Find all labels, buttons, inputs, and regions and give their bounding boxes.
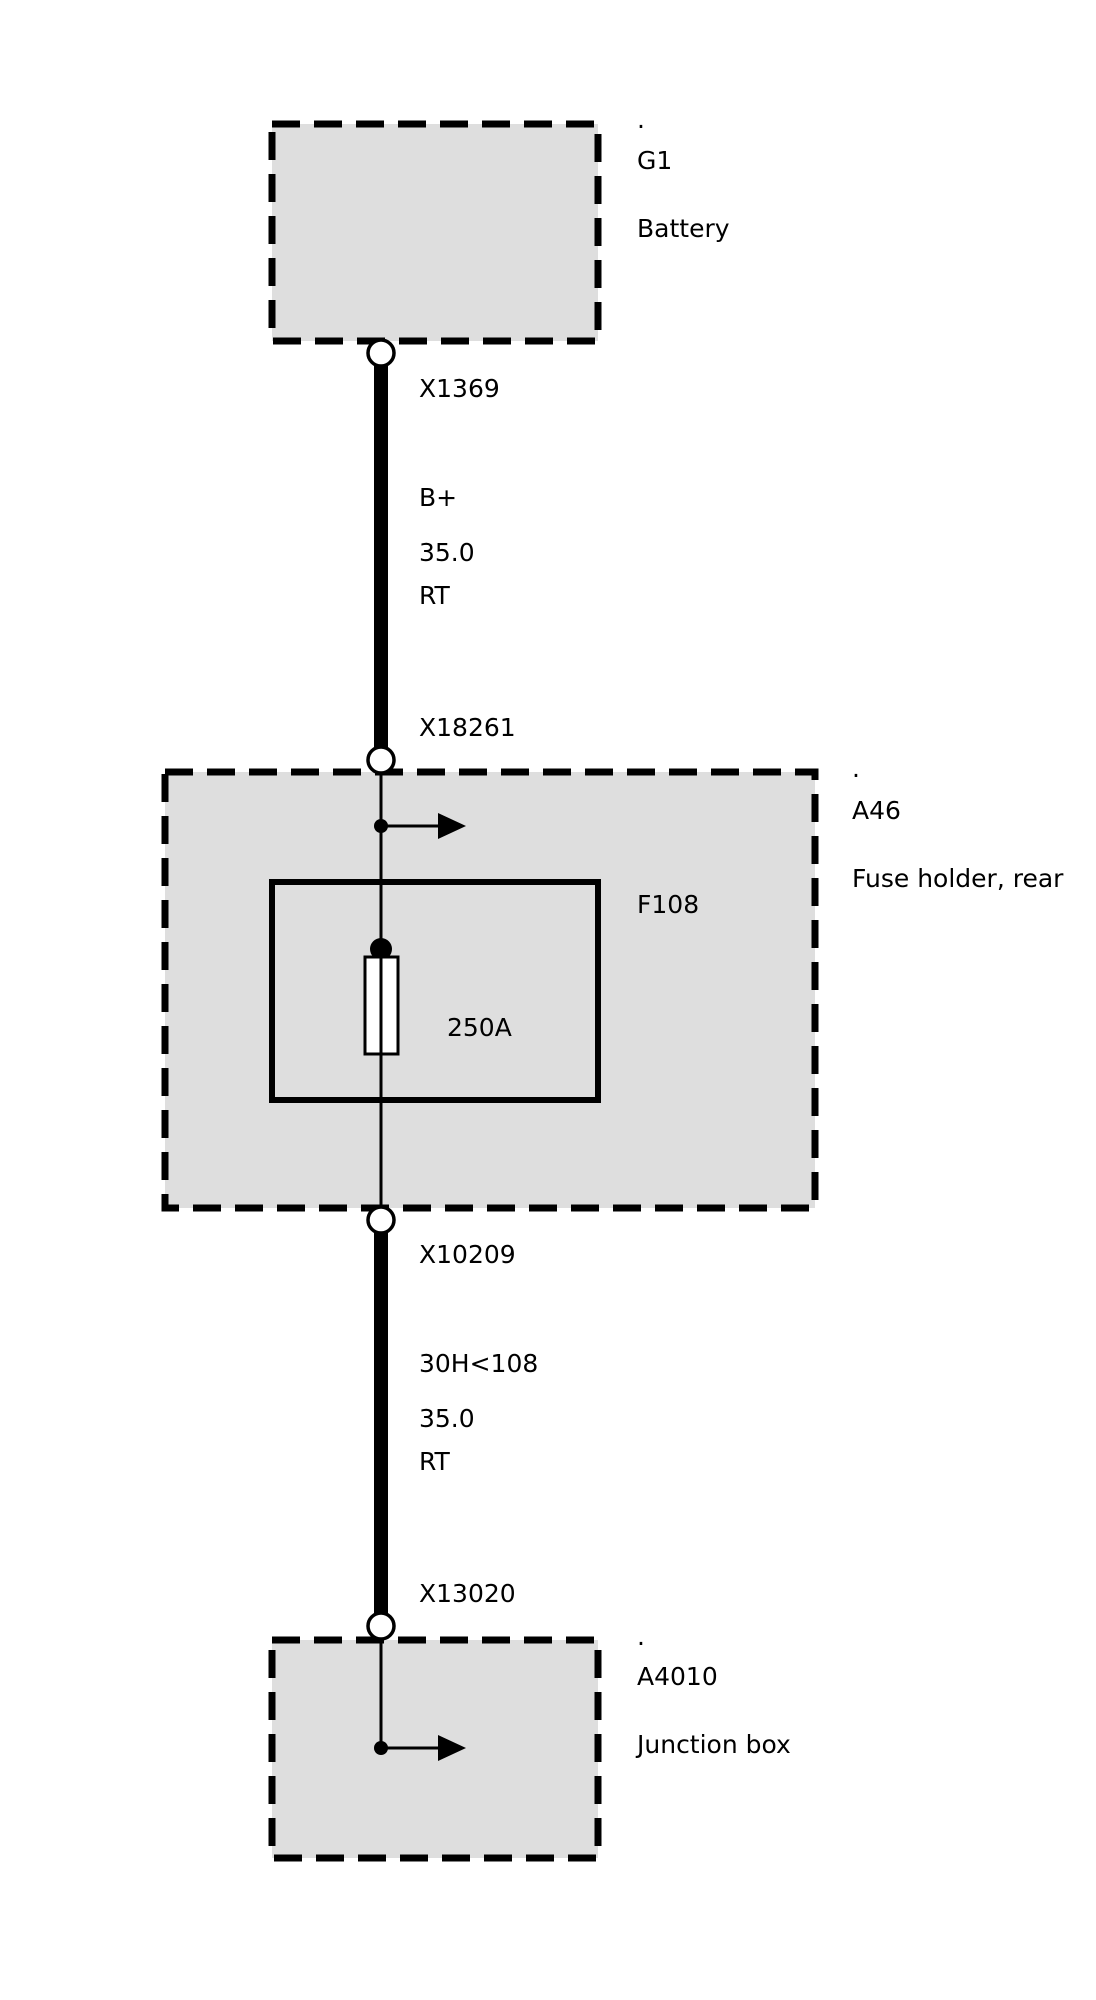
branch-arrow-junction[interactable] bbox=[438, 1735, 466, 1761]
connector-x1369-label: X1369 bbox=[419, 374, 500, 403]
fuse-holder-box[interactable] bbox=[161, 768, 819, 1212]
fuse-f108-box[interactable] bbox=[269, 879, 601, 1103]
battery-name-label: Battery bbox=[637, 214, 730, 243]
connector-x18261[interactable] bbox=[366, 745, 396, 775]
connector-x13020[interactable] bbox=[366, 1611, 396, 1641]
branch-arrow-fuse-holder[interactable] bbox=[438, 813, 466, 839]
connector-x10209-label: X10209 bbox=[419, 1240, 516, 1269]
battery-box[interactable] bbox=[268, 120, 602, 345]
upper-wire-signal: B+ bbox=[419, 483, 457, 512]
branch-dot-fuse-holder bbox=[374, 819, 388, 833]
fuse-holder-id-label: A46 bbox=[852, 796, 901, 825]
lower-wire-color: RT bbox=[419, 1447, 451, 1476]
connector-x1369[interactable] bbox=[366, 338, 396, 368]
battery-dot-label: . bbox=[637, 105, 645, 134]
upper-wire-cross-section: 35.0 bbox=[419, 538, 475, 567]
lower-wire-cross-section: 35.0 bbox=[419, 1404, 475, 1433]
junction-name-label: Junction box bbox=[635, 1730, 791, 1759]
fuse-rating-label: 250A bbox=[447, 1013, 512, 1042]
branch-dot-junction bbox=[374, 1741, 388, 1755]
junction-dot-label: . bbox=[637, 1622, 645, 1651]
battery-id-label: G1 bbox=[637, 146, 672, 175]
fuse-holder-dot-label: . bbox=[852, 754, 860, 783]
lower-wire-signal: 30H<108 bbox=[419, 1349, 538, 1378]
connector-x13020-label: X13020 bbox=[419, 1579, 516, 1608]
upper-wire-color: RT bbox=[419, 581, 451, 610]
connector-x18261-label: X18261 bbox=[419, 713, 516, 742]
junction-id-label: A4010 bbox=[637, 1662, 718, 1691]
fuse-holder-name-label: Fuse holder, rear bbox=[852, 864, 1064, 893]
fuse-id-label: F108 bbox=[637, 890, 699, 919]
fuse-terminal-dot bbox=[370, 938, 392, 960]
connector-x10209[interactable] bbox=[366, 1205, 396, 1235]
